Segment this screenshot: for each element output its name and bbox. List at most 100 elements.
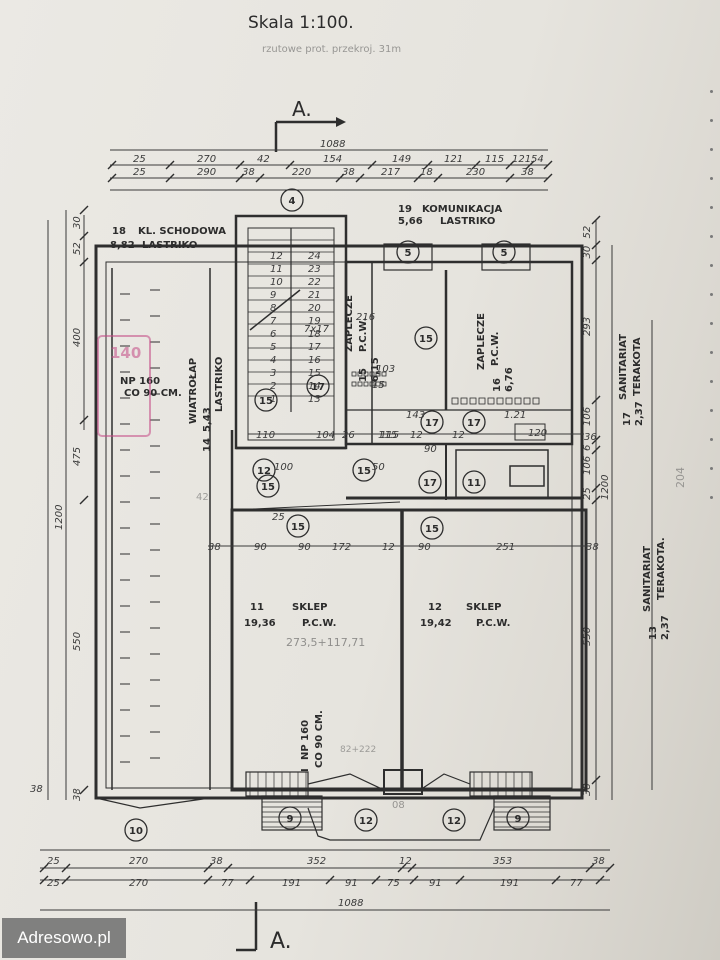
dimension-tick <box>433 173 443 183</box>
room-13-number: 13 <box>648 626 659 640</box>
dimension-tick <box>335 173 345 183</box>
bottom-dim-2: 91 <box>429 878 442 889</box>
marker-circle: 15 <box>414 326 438 350</box>
adresowo-watermark[interactable]: Adresowo.pl <box>2 918 126 958</box>
marker-circle: 15 <box>352 458 376 482</box>
inner-dim: 216 <box>356 312 375 323</box>
bottom-dim-2: 270 <box>129 878 148 889</box>
room-18-number: 18 <box>112 226 126 237</box>
dimension-tick <box>79 205 89 215</box>
inner-dim: 7x17 <box>304 324 330 335</box>
dimension-tick <box>325 875 335 885</box>
left-total-dim: 1200 <box>54 505 65 530</box>
tile-mark <box>351 381 357 387</box>
tile-mark <box>351 371 357 377</box>
marker-number: 12 <box>359 816 373 827</box>
bottom-dim-2: 77 <box>570 878 583 889</box>
inner-dim: 251 <box>496 542 515 553</box>
room-18-name: KL. SCHODOWA <box>138 226 226 237</box>
tile-mark <box>496 397 504 405</box>
dimension-tick <box>285 160 295 170</box>
dimension-tick <box>203 875 213 885</box>
binder-hole <box>710 351 713 354</box>
tile-mark <box>357 371 363 377</box>
room-14-floor: LASTRIKO <box>214 357 225 412</box>
marker-circle: 17 <box>462 410 486 434</box>
dimension-tick <box>397 863 407 873</box>
dimension-tick <box>505 160 515 170</box>
dimension-tick <box>591 240 601 250</box>
tile-mark <box>369 381 375 387</box>
tile-mark <box>375 371 381 377</box>
dimension-tick <box>79 257 89 267</box>
room-13-area: 2,37 <box>660 615 671 640</box>
inner-dim: 115 <box>378 430 397 441</box>
top-dim-2: 220 <box>292 167 311 178</box>
np-shop-line2: CO 90 CM. <box>314 710 325 768</box>
tile-mark <box>460 397 468 405</box>
marker-circle: 15 <box>256 474 280 498</box>
left-dim: 475 <box>72 447 83 466</box>
inner-dim: 38 <box>586 542 599 553</box>
stair-step-number: 3 <box>270 368 276 379</box>
room-11-number: 11 <box>250 602 264 613</box>
bottom-dim-1: 270 <box>129 856 148 867</box>
room-17-label: 17 SANITARIAT 2,37 TERAKOTA <box>618 334 645 426</box>
dimension-tick <box>585 863 595 873</box>
marker-number: 5 <box>405 248 412 259</box>
binder-holes <box>710 90 716 530</box>
inner-dim: 90 <box>298 542 311 553</box>
marker-number: 17 <box>311 382 325 393</box>
stair-step-number: 24 <box>308 251 321 262</box>
service-rooms-details <box>351 371 540 405</box>
inner-dim: 1.21 <box>504 410 526 421</box>
binder-hole <box>710 496 713 499</box>
tile-mark <box>381 381 387 387</box>
inner-dim: 25 <box>272 512 285 523</box>
inner-dim: 15 <box>372 380 385 391</box>
bottom-dim-2: 191 <box>500 878 519 889</box>
room-16-label: 16 ZAPLECZE P.C.W. 6,76 <box>476 313 515 392</box>
inner-dim: 110 <box>256 430 275 441</box>
left-dim: 550 <box>72 632 83 651</box>
tile-mark <box>478 397 486 405</box>
dimension-tick <box>595 875 605 885</box>
top-dim-1: 115 <box>485 154 504 165</box>
marker-circle: 5 <box>396 240 420 264</box>
stair-step-number: 18 <box>308 329 321 340</box>
dimension-lines-left <box>47 210 85 800</box>
room-12-label: 12 SKLEP 19,42 P.C.W. <box>420 602 510 629</box>
marker-circle: 15 <box>420 516 444 540</box>
right-dim: 30 <box>582 246 593 259</box>
marker-circle: 12 <box>252 458 276 482</box>
dimension-tick <box>409 875 419 885</box>
bottom-total-dim: 1088 <box>338 898 363 909</box>
dimension-tick <box>255 173 265 183</box>
room-16-floor: P.C.W. <box>490 332 501 366</box>
marker-circle: 17 <box>306 374 330 398</box>
bottom-dim-2: 191 <box>282 878 301 889</box>
room-17-number: 17 <box>622 412 633 426</box>
dimension-tick <box>223 863 233 873</box>
inner-dim: 90 <box>418 542 431 553</box>
stair-step-number: 16 <box>308 355 321 366</box>
stair-step-number: 21 <box>308 290 321 301</box>
room-15-name: ZAPLECZE <box>344 295 355 352</box>
bottom-dim-1: 25 <box>47 856 60 867</box>
dimension-tick <box>423 160 433 170</box>
dimension-lines-top <box>110 149 548 191</box>
left-dim: 30 <box>72 216 83 229</box>
tile-mark <box>532 397 540 405</box>
inner-dim: 172 <box>332 542 351 553</box>
inner-dim: 90 <box>424 444 437 455</box>
dimension-tick <box>591 255 601 265</box>
dimension-tick <box>39 863 49 873</box>
dimension-tick <box>591 395 601 405</box>
right-dim: 106 <box>582 407 593 426</box>
top-dim-1: 270 <box>197 154 216 165</box>
marker-circle: 15 <box>254 388 278 412</box>
